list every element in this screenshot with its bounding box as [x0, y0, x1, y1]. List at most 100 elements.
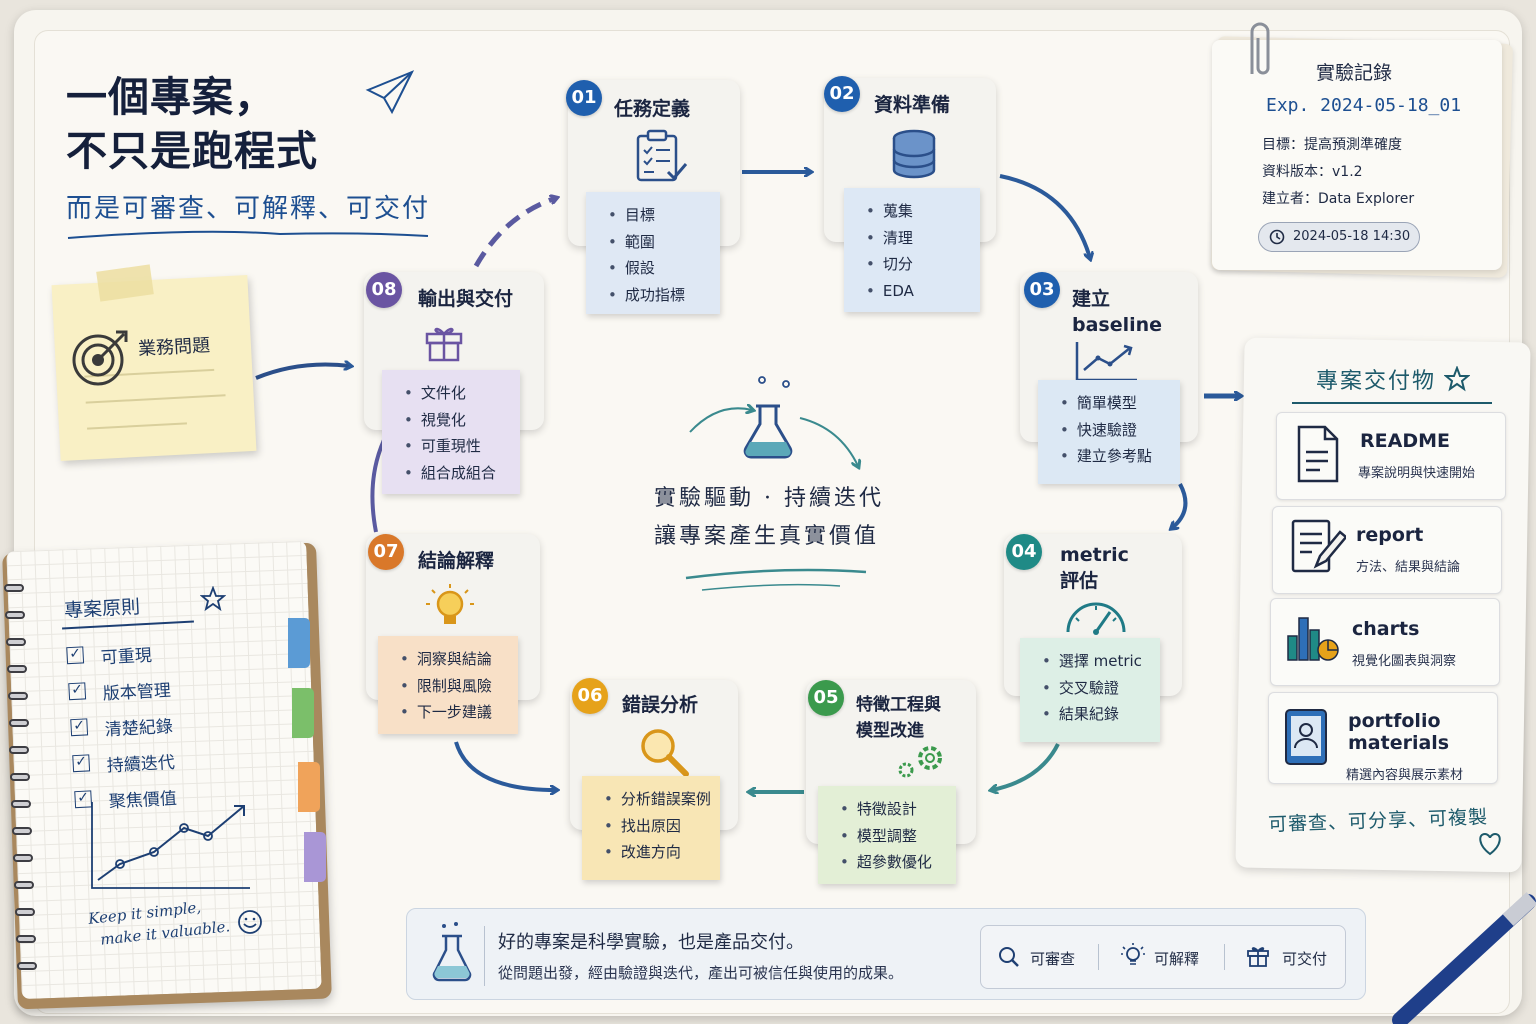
notebook-ring — [4, 584, 24, 592]
database-icon — [892, 129, 936, 179]
target-icon — [72, 330, 128, 386]
tablet-profile-icon — [1285, 709, 1327, 765]
step-badge-03: 03 — [1024, 272, 1060, 308]
notebook-ring — [4, 611, 25, 619]
deliverable-name-readme: README — [1360, 430, 1450, 452]
notebook-tab — [288, 618, 310, 668]
step-08-item: 視覺化 — [404, 407, 520, 434]
step-01-item: 目標 — [608, 202, 720, 229]
step-06-item: 改進方向 — [604, 839, 720, 866]
step-02-item: 清理 — [866, 225, 980, 252]
notebook-tab — [292, 688, 314, 738]
growth-sketch-icon — [91, 802, 250, 889]
log-title: 實驗記錄 — [1316, 62, 1393, 84]
document-icon — [1297, 425, 1339, 483]
deliverable-desc-readme: 專案說明與快速開始 — [1358, 466, 1476, 481]
flask-icon — [432, 922, 472, 982]
page-title: 一個專案， 不只是跑程式 — [66, 73, 318, 175]
step-title-07: 結論解釋 — [418, 550, 495, 572]
notebook-ring — [6, 665, 27, 673]
deliverable-name-portfolio: portfolio materials — [1348, 710, 1450, 754]
step-title-03: 建立 baseline — [1072, 288, 1163, 336]
step-03-item: 簡單模型 — [1060, 390, 1180, 417]
step-note-02: 蒐集 清理 切分 EDA — [844, 188, 980, 312]
checkbox-icon: ✓ — [66, 645, 85, 665]
step-badge-08: 08 — [366, 272, 402, 308]
step-07-item: 限制與風險 — [400, 673, 518, 700]
step-title-04: metric 評估 — [1060, 544, 1129, 592]
tag-explainable: 可解釋 — [1154, 950, 1200, 968]
step-07-item: 洞察與結論 — [400, 646, 518, 673]
line-chart-icon — [1075, 342, 1137, 382]
step-badge-05: 05 — [808, 680, 844, 716]
notebook-ring — [9, 746, 30, 754]
bottom-line-2: 從問題出發，經由驗證與迭代，產出可被信任與使用的成果。 — [498, 964, 904, 982]
bar-divider — [484, 926, 485, 986]
deliverables-title: 專案交付物 — [1316, 369, 1437, 394]
center-line-2: 讓專案產生真實價值 — [654, 524, 880, 549]
checkbox-icon: ✓ — [72, 753, 91, 773]
step-title-01: 任務定義 — [614, 98, 691, 120]
step-title-02: 資料準備 — [874, 94, 951, 116]
step-05-item: 超參數優化 — [840, 849, 956, 876]
checkbox-icon: ✓ — [70, 717, 89, 737]
step-title-08: 輸出與交付 — [418, 288, 514, 310]
notebook-ring — [15, 935, 36, 943]
bottom-line-1: 好的專案是科學實驗，也是產品交付。 — [498, 932, 804, 953]
star-icon — [200, 586, 226, 612]
paperclip-icon — [1250, 22, 1270, 75]
deliverable-name-charts: charts — [1352, 618, 1420, 640]
checkbox-icon: ✓ — [68, 681, 87, 701]
log-exp-id: Exp. 2024-05-18_01 — [1266, 95, 1462, 116]
step-note-01: 目標 範圍 假設 成功指標 — [586, 192, 720, 314]
step-02-item: 切分 — [866, 251, 980, 278]
center-line-1: 實驗驅動 · 持續迭代 — [654, 486, 884, 511]
step-08-item: 組合成組合 — [404, 460, 520, 487]
bar-pie-chart-icon — [1287, 617, 1339, 661]
step-03-item: 快速驗證 — [1060, 417, 1180, 444]
step-05-item: 模型調整 — [840, 823, 956, 850]
notebook-ring — [7, 692, 28, 700]
gift-icon — [1247, 947, 1269, 967]
deliverable-desc-report: 方法、結果與結論 — [1356, 560, 1461, 575]
star-icon — [1444, 366, 1470, 392]
tag-deliverable: 可交付 — [1282, 950, 1328, 968]
smiley-icon — [238, 910, 262, 934]
step-04-item: 交叉驗證 — [1042, 675, 1160, 702]
step-06-item: 找出原因 — [604, 813, 720, 840]
step-note-08: 文件化 視覺化 可重現性 組合成組合 — [382, 370, 520, 494]
notebook-ring — [12, 827, 33, 835]
step-badge-07: 07 — [368, 534, 404, 570]
notebook-ring — [14, 908, 35, 916]
log-timestamp: 2024-05-18 14:30 — [1258, 222, 1420, 252]
deliverable-desc-portfolio: 精選內容與展示素材 — [1346, 768, 1464, 783]
step-note-05: 特徵設計 模型調整 超參數優化 — [818, 786, 956, 884]
notebook-ring — [16, 962, 37, 970]
paper-plane-icon — [365, 70, 415, 115]
tag-divider — [1224, 944, 1225, 970]
step-04-item: 結果紀錄 — [1042, 701, 1160, 728]
bottom-tags — [980, 925, 1346, 989]
notebook-ring — [8, 719, 29, 727]
step-badge-04: 04 — [1006, 534, 1042, 570]
lightbulb-icon — [426, 584, 474, 624]
notebook-ring — [5, 638, 26, 646]
clipboard-icon — [636, 129, 688, 182]
step-01-item: 範圍 — [608, 229, 720, 256]
notebook-ring — [11, 800, 32, 808]
step-01-item: 成功指標 — [608, 282, 720, 309]
step-08-item: 文件化 — [404, 380, 520, 407]
log-data-version: 資料版本：v1.2 — [1262, 164, 1363, 180]
step-note-03: 簡單模型 快速驗證 建立參考點 — [1038, 380, 1180, 484]
step-01-item: 假設 — [608, 255, 720, 282]
page-subtitle: 而是可審查、可解釋、可交付 — [66, 194, 431, 224]
gears-icon — [898, 746, 942, 778]
step-note-04: 選擇 metric 交叉驗證 結果紀錄 — [1020, 638, 1160, 742]
step-05-item: 特徵設計 — [840, 796, 956, 823]
notebook-tab — [304, 832, 326, 882]
flask-icon — [743, 376, 793, 459]
log-goal: 目標：提高預測準確度 — [1262, 137, 1402, 153]
step-03-item: 建立參考點 — [1060, 443, 1180, 470]
business-problem-label: 業務問題 — [137, 335, 211, 360]
log-author: 建立者：Data Explorer — [1262, 191, 1415, 207]
